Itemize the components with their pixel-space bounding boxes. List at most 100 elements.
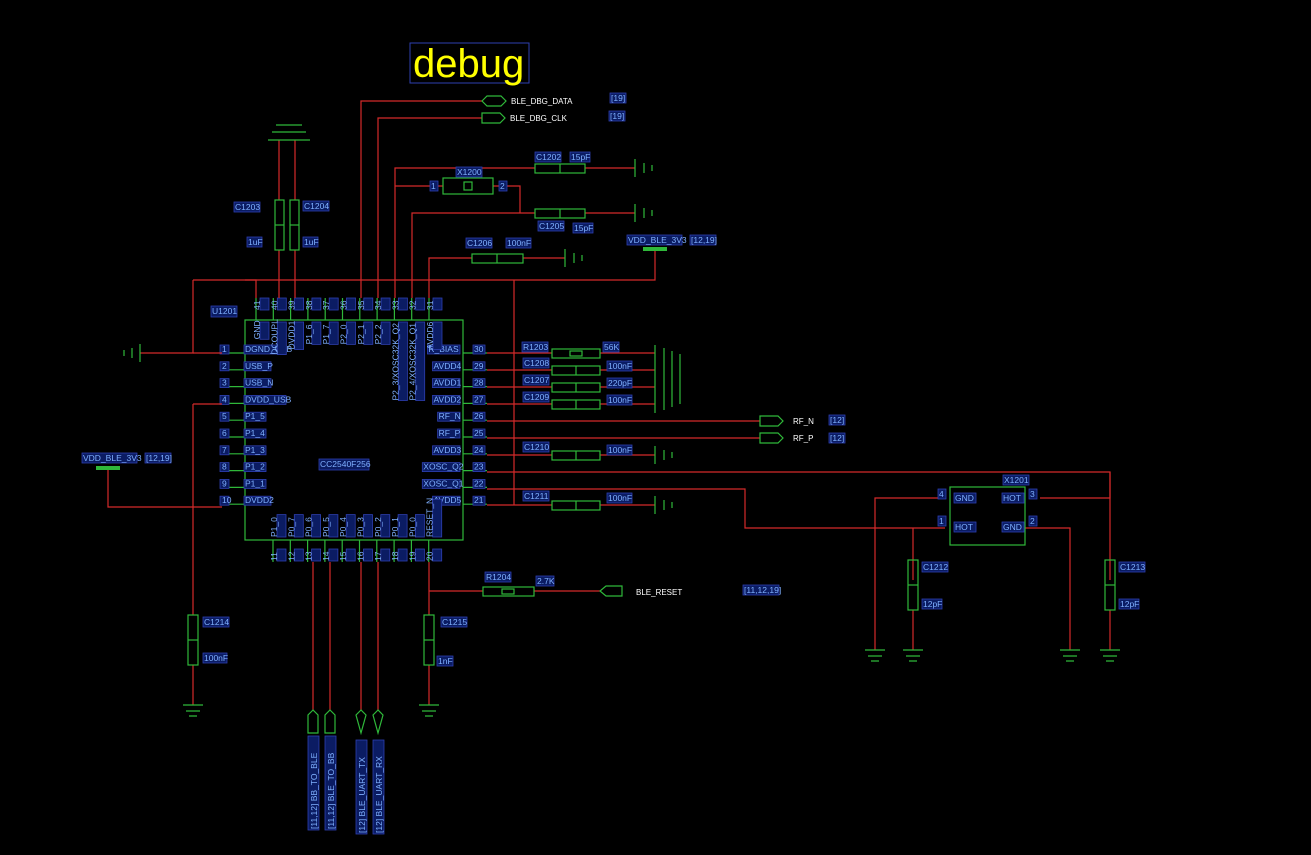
- c1215-value: 1nF: [438, 656, 453, 666]
- pin-num-26: 26: [474, 411, 484, 421]
- net-rf-n-ref: [12]: [830, 415, 844, 425]
- pin-name-41: GND: [252, 320, 262, 339]
- pin-num-7: 7: [222, 445, 227, 455]
- net-ble-dbg-data: BLE_DBG_DATA: [511, 97, 573, 106]
- c1207-value: 220pF: [608, 378, 632, 388]
- pin-name-3: USB_N: [245, 378, 273, 388]
- pin-num-11: 11: [269, 552, 279, 561]
- c1211-value: 100nF: [608, 493, 632, 503]
- pin-name-4: DVDD_USB: [245, 394, 292, 404]
- pin-num-14: 14: [321, 551, 331, 561]
- chip-part: CC2540F256: [320, 459, 371, 469]
- pin-num-18: 18: [390, 551, 400, 561]
- pin-name-17: P0_2: [373, 517, 383, 537]
- c1202-value: 15pF: [571, 152, 590, 162]
- r1204-value: 2.7K: [537, 576, 555, 586]
- port-ble-to-bb: [11,12] BLE_TO_BB: [326, 752, 336, 829]
- pin-name-28: AVDD1: [434, 378, 462, 388]
- c1204-ref: C1204: [304, 201, 329, 211]
- x1201-gnd-br: GND: [1003, 522, 1022, 532]
- pin-name-22: XOSC_Q1: [423, 478, 463, 488]
- pin-name-21: AVDD5: [434, 495, 462, 505]
- net-ble-dbg-data-ref: [19]: [611, 93, 625, 103]
- pin-num-27: 27: [474, 394, 484, 404]
- component-labels: C1203 1uF C1204 1uF C1202 15pF C1205 15p…: [202, 151, 1146, 667]
- x1201-pin4: 4: [939, 489, 944, 499]
- c1203-value: 1uF: [248, 237, 263, 247]
- x1200-ref: X1200: [457, 167, 482, 177]
- pin-num-12: 12: [286, 551, 296, 561]
- net-rf-p: RF_P: [793, 434, 813, 443]
- x1200-pin2: 2: [500, 181, 505, 191]
- c1209-ref: C1209: [524, 392, 549, 402]
- pin-num-2: 2: [222, 361, 227, 371]
- pin-name-11: P1_0: [269, 517, 279, 537]
- pin-name-10: DVDD2: [245, 495, 274, 505]
- pin-num-31: 31: [425, 300, 435, 310]
- pin-num-23: 23: [474, 462, 484, 472]
- pin-num-8: 8: [222, 462, 227, 472]
- c1203-ref: C1203: [235, 202, 260, 212]
- pin-num-15: 15: [338, 551, 348, 561]
- pin-name-19: P0_0: [407, 517, 417, 537]
- port-ble-uart-rx: [12] BLE_UART_RX: [374, 756, 384, 833]
- pin-name-6: P1_4: [245, 428, 265, 438]
- pin-num-9: 9: [222, 478, 227, 488]
- c1212-ref: C1212: [923, 562, 948, 572]
- x1201-pin3: 3: [1030, 489, 1035, 499]
- net-ble-reset-ref: [11,12,19]: [744, 585, 781, 595]
- pin-name-25: RF_P: [439, 428, 461, 438]
- pin-num-1: 1: [222, 344, 227, 354]
- pin-name-38: P1_6: [304, 324, 314, 344]
- port-ble-uart-tx: [12] BLE_UART_TX: [357, 757, 367, 833]
- net-labels: BLE_DBG_DATA [19] BLE_DBG_CLK [19] RF_N …: [81, 92, 846, 835]
- pin-name-27: AVDD2: [434, 394, 462, 404]
- port-bb-to-ble: [11,12] BB_TO_BLE: [309, 752, 319, 829]
- pin-name-26: RF_N: [439, 411, 461, 421]
- pin-num-38: 38: [304, 300, 314, 310]
- pin-name-9: P1_1: [245, 478, 265, 488]
- pin-name-7: P1_3: [245, 445, 265, 455]
- pin-name-18: P0_1: [390, 517, 400, 537]
- c1210-ref: C1210: [524, 442, 549, 452]
- pin-num-24: 24: [474, 445, 484, 455]
- pin-num-21: 21: [474, 495, 484, 505]
- ground-symbols: [123, 124, 1120, 717]
- pin-name-29: AVDD4: [434, 361, 462, 371]
- c1212-value: 12pF: [923, 599, 942, 609]
- pin-name-36: P2_0: [339, 324, 349, 344]
- pin-name-1: DGND_USB: [245, 344, 293, 354]
- pin-name-32: P2_4/XOSC32K_Q1: [408, 323, 418, 401]
- net-vdd-left-ref: [12,19]: [146, 453, 172, 463]
- pin-name-40: DCOUPL: [269, 319, 279, 355]
- pin-num-20: 20: [425, 551, 435, 561]
- pin-num-13: 13: [304, 551, 314, 561]
- c1215-ref: C1215: [442, 617, 467, 627]
- port-symbols: [307, 95, 784, 736]
- pin-num-22: 22: [474, 478, 484, 488]
- c1202-ref: C1202: [536, 152, 561, 162]
- chip-ref: U1201: [212, 306, 237, 316]
- pin-num-29: 29: [474, 361, 484, 371]
- pin-num-41: 41: [252, 300, 262, 310]
- net-vdd-top-ref: [12,19]: [691, 235, 717, 245]
- c1205-ref: C1205: [539, 221, 564, 231]
- net-ble-dbg-clk: BLE_DBG_CLK: [510, 114, 568, 123]
- pin-num-10: 10: [222, 495, 232, 505]
- net-vdd-top: VDD_BLE_3V3: [628, 235, 687, 245]
- title-frame: [409, 42, 530, 84]
- pin-num-6: 6: [222, 428, 227, 438]
- r1204-ref: R1204: [486, 572, 511, 582]
- c1211-ref: C1211: [524, 491, 549, 501]
- c1208-value: 100nF: [608, 361, 632, 371]
- c1210-value: 100nF: [608, 445, 632, 455]
- net-rf-p-ref: [12]: [830, 433, 844, 443]
- pin-name-5: P1_5: [245, 411, 265, 421]
- pin-name-39: DVDD1: [287, 320, 297, 349]
- c1208-ref: C1208: [524, 358, 549, 368]
- pin-num-28: 28: [474, 378, 484, 388]
- pin-num-3: 3: [222, 378, 227, 388]
- c1214-ref: C1214: [204, 617, 229, 627]
